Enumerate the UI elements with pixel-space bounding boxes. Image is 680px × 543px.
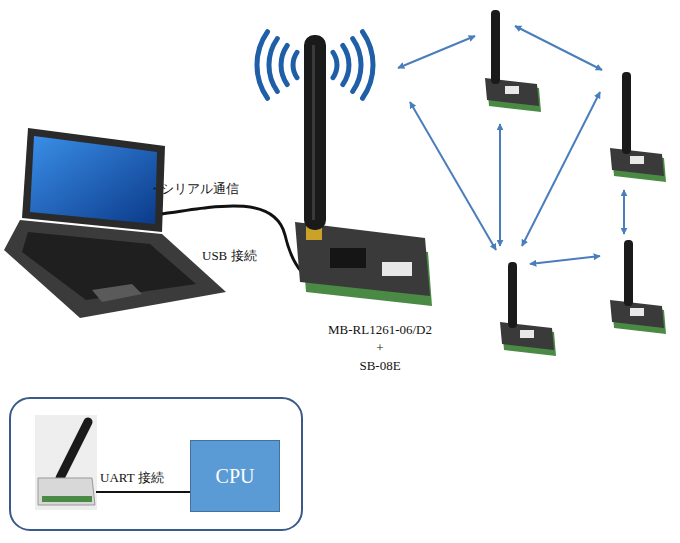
pcb-top — [500, 322, 554, 350]
module — [610, 72, 666, 182]
sticker — [382, 262, 412, 276]
link-arrow — [515, 26, 602, 70]
module-board — [38, 478, 95, 505]
text-label: ・シリアル通信 — [148, 181, 239, 197]
uart-wire — [96, 491, 190, 493]
photo-ground — [35, 415, 97, 510]
chip — [630, 308, 644, 316]
mesh-arrows — [398, 26, 624, 264]
wave-arc — [343, 46, 349, 85]
wave-arc — [293, 52, 297, 77]
antenna — [60, 422, 88, 478]
pcb-top — [610, 148, 664, 176]
antenna-ridge — [312, 45, 315, 220]
text-label: SB-08E — [359, 358, 400, 374]
link-arrow — [522, 92, 600, 246]
chip — [505, 86, 519, 94]
node-label: CPU — [216, 464, 255, 488]
laptop-touchpad — [92, 284, 142, 302]
antenna — [491, 10, 500, 84]
wave-arc — [363, 32, 374, 99]
laptop — [4, 128, 226, 318]
text-label: UART 接続 — [100, 470, 164, 486]
laptop-base — [4, 220, 226, 318]
pcb-strip — [42, 496, 92, 502]
chip — [330, 248, 366, 268]
laptop-bezel — [22, 128, 165, 232]
chip — [520, 330, 534, 338]
antenna — [508, 262, 517, 328]
link-arrow — [410, 102, 496, 250]
wave-arc — [333, 52, 337, 77]
wave-arc — [281, 46, 287, 85]
link-arrow — [623, 190, 625, 234]
link-arrow — [398, 36, 475, 68]
pcb-top — [295, 222, 430, 296]
inset-frame — [10, 398, 302, 530]
wave-arc — [269, 39, 277, 92]
link-arrow — [530, 256, 600, 264]
text-label: MB-RL1261-06/D2 — [328, 322, 432, 338]
module-photo — [35, 415, 97, 510]
wave-arc — [353, 39, 361, 92]
text-label: + — [376, 340, 383, 356]
module — [610, 240, 666, 334]
antenna — [622, 72, 631, 154]
pcb-top — [610, 300, 664, 328]
cpu-box: CPU — [190, 440, 280, 512]
laptop-screen — [30, 136, 157, 224]
antenna — [304, 35, 326, 230]
antenna — [624, 240, 633, 306]
main-board — [295, 35, 432, 306]
module — [485, 10, 541, 112]
link-arrow — [499, 124, 501, 246]
module — [500, 262, 556, 356]
chip — [630, 156, 644, 164]
text-label: USB 接続 — [202, 248, 257, 264]
wave-arc — [257, 32, 268, 99]
